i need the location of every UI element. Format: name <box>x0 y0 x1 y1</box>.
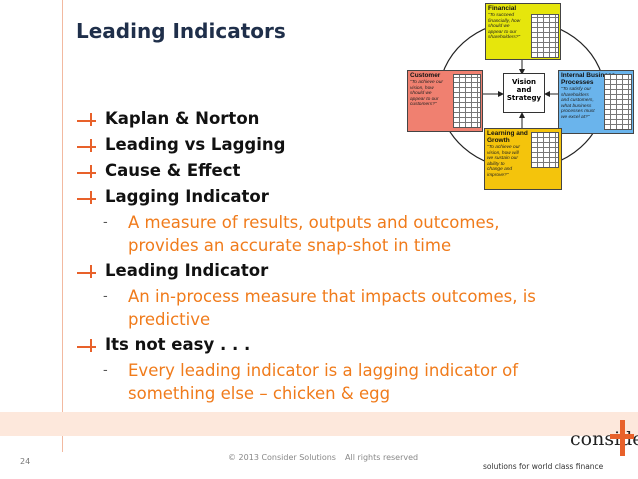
footer-band <box>0 412 638 436</box>
financial-heading: Financial <box>488 5 517 12</box>
learning-growth-box: Learning and Growth "To achieve our visi… <box>484 128 562 190</box>
page-number: 24 <box>20 457 31 466</box>
internal-process-grid <box>604 74 632 130</box>
bullet-item: Leading Indicator <box>76 259 576 285</box>
sub-bullet-text: Every leading indicator is a lagging ind… <box>128 361 519 380</box>
bullet-text: Cause & Effect <box>105 161 241 180</box>
sub-bullet-text: something else – chicken & egg <box>128 384 391 403</box>
internal-process-question: "To satisfy our shareholders and custome… <box>561 87 595 120</box>
sub-bullet-text: provides an accurate snap-shot in time <box>128 236 452 255</box>
customer-grid <box>453 74 481 128</box>
financial-question: "To succeed financially, how should we a… <box>488 13 521 41</box>
bullet-text: Lagging Indicator <box>105 187 269 206</box>
learning-growth-heading: Learning and Growth <box>487 130 528 144</box>
customer-heading: Customer <box>410 72 441 79</box>
balanced-scorecard-diagram: Financial "To succeed financially, how s… <box>405 2 635 190</box>
vision-strategy-label: Vision and Strategy <box>506 78 542 102</box>
bullet-arrow-icon <box>77 113 96 126</box>
bullet-item: Leading vs Lagging <box>76 133 576 159</box>
vision-strategy-box: Vision and Strategy <box>503 73 545 113</box>
bullet-text: Its not easy . . . <box>105 335 251 354</box>
sub-bullet: - Every leading indicator is a lagging in… <box>76 359 576 405</box>
financial-grid <box>531 14 559 58</box>
logo-tagline: solutions for world class finance <box>483 462 604 471</box>
bullet-arrow-icon <box>77 339 96 352</box>
sub-bullet-dash: - <box>103 363 108 378</box>
bullet-arrow-icon <box>77 265 96 278</box>
bullet-item: Its not easy . . . <box>76 333 576 359</box>
sub-bullet: - A measure of results, outputs and outco… <box>76 211 576 257</box>
customer-box: Customer "To achieve our vision, how sho… <box>407 70 483 132</box>
bullet-item: Cause & Effect <box>76 159 576 185</box>
bullet-text: Leading vs Lagging <box>105 135 286 154</box>
sub-bullet-text: An in-process measure that impacts outco… <box>128 287 536 306</box>
sub-bullet-text: predictive <box>128 310 211 329</box>
internal-process-box: Internal Business Processes "To satisfy … <box>558 70 634 134</box>
learning-growth-question: "To achieve our vision, how will we sust… <box>487 145 520 178</box>
bullet-item: Kaplan & Norton <box>76 107 576 133</box>
rights-text: All rights reserved <box>345 453 419 462</box>
customer-question: "To achieve our vision, how should we ap… <box>410 80 443 108</box>
learning-growth-grid <box>531 132 559 168</box>
bullet-item: Lagging Indicator <box>76 185 576 211</box>
logo-plus-icon <box>610 420 634 456</box>
sub-bullet: - An in-process measure that impacts outc… <box>76 285 576 331</box>
bullet-arrow-icon <box>77 191 96 204</box>
internal-process-heading: Internal Business Processes <box>561 72 616 86</box>
bullet-arrow-icon <box>77 139 96 152</box>
left-divider-line <box>62 0 63 452</box>
sub-bullet-dash: - <box>103 215 108 230</box>
copyright-text: © 2013 Consider Solutions <box>228 453 336 462</box>
bullet-text: Kaplan & Norton <box>105 109 260 128</box>
sub-bullet-text: A measure of results, outputs and outcom… <box>128 213 500 232</box>
slide-title: Leading Indicators <box>76 19 286 43</box>
financial-box: Financial "To succeed financially, how s… <box>485 3 561 60</box>
sub-bullet-dash: - <box>103 289 108 304</box>
bullet-arrow-icon <box>77 165 96 178</box>
bullet-text: Leading Indicator <box>105 261 269 280</box>
